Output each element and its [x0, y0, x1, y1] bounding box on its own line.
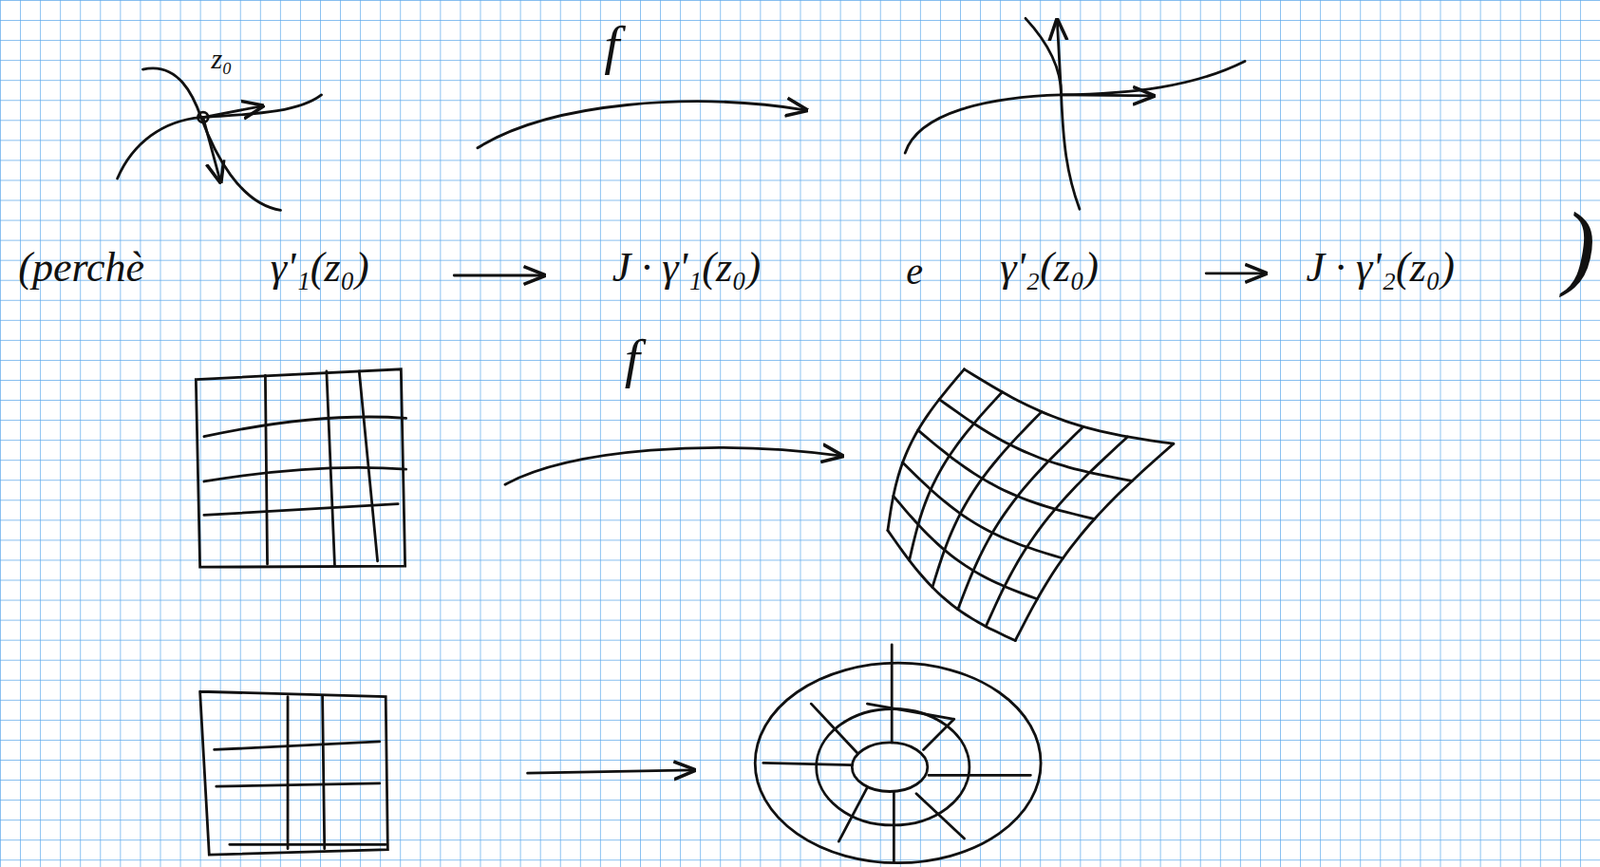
note-text: e [905, 252, 923, 291]
ink [117, 18, 1266, 863]
maps-to-arrow [1205, 271, 1265, 275]
map-arrow [527, 770, 695, 773]
warped-grid-line [909, 392, 1003, 561]
warped-grid-line [958, 426, 1084, 609]
tangent-arrow [203, 117, 221, 183]
map-arrow [505, 447, 843, 485]
grid-square [200, 691, 389, 855]
warped-grid-line [1015, 443, 1174, 640]
formula: γ'₂(z₀) [999, 246, 1099, 289]
map-name: f [624, 331, 640, 387]
bracket: ) [1563, 198, 1596, 294]
grid-lines [229, 696, 386, 849]
formula: J · γ'₂(z₀) [1306, 246, 1455, 289]
maps-to-arrow [453, 274, 545, 278]
curve [1025, 18, 1080, 209]
curve [904, 60, 1245, 153]
warped-grid-line [918, 430, 1095, 519]
grid-lines [214, 741, 380, 787]
curve [117, 94, 322, 179]
tangent-arrow [1056, 19, 1061, 95]
warped-grid-line [893, 495, 1038, 599]
note-text: (perchè [18, 246, 145, 289]
grid-lines [204, 416, 407, 515]
warped-grid [887, 369, 1174, 641]
map-name: f [603, 18, 620, 74]
formula: J · γ'₁(z₀) [612, 246, 761, 289]
warped-grid-line [964, 369, 1174, 444]
point-label: z₀ [210, 44, 232, 74]
radial-lines [763, 644, 1032, 863]
map-arrow [477, 101, 807, 149]
warped-grid-line [932, 412, 1042, 588]
tangent-arrow [1061, 94, 1154, 96]
warped-grid-line [985, 436, 1128, 627]
warped-grid-line [887, 530, 1016, 641]
formula: γ'₁(z₀) [270, 246, 370, 289]
curve [142, 68, 281, 210]
inner-circle [851, 742, 928, 792]
tangent-arrow [203, 106, 263, 118]
